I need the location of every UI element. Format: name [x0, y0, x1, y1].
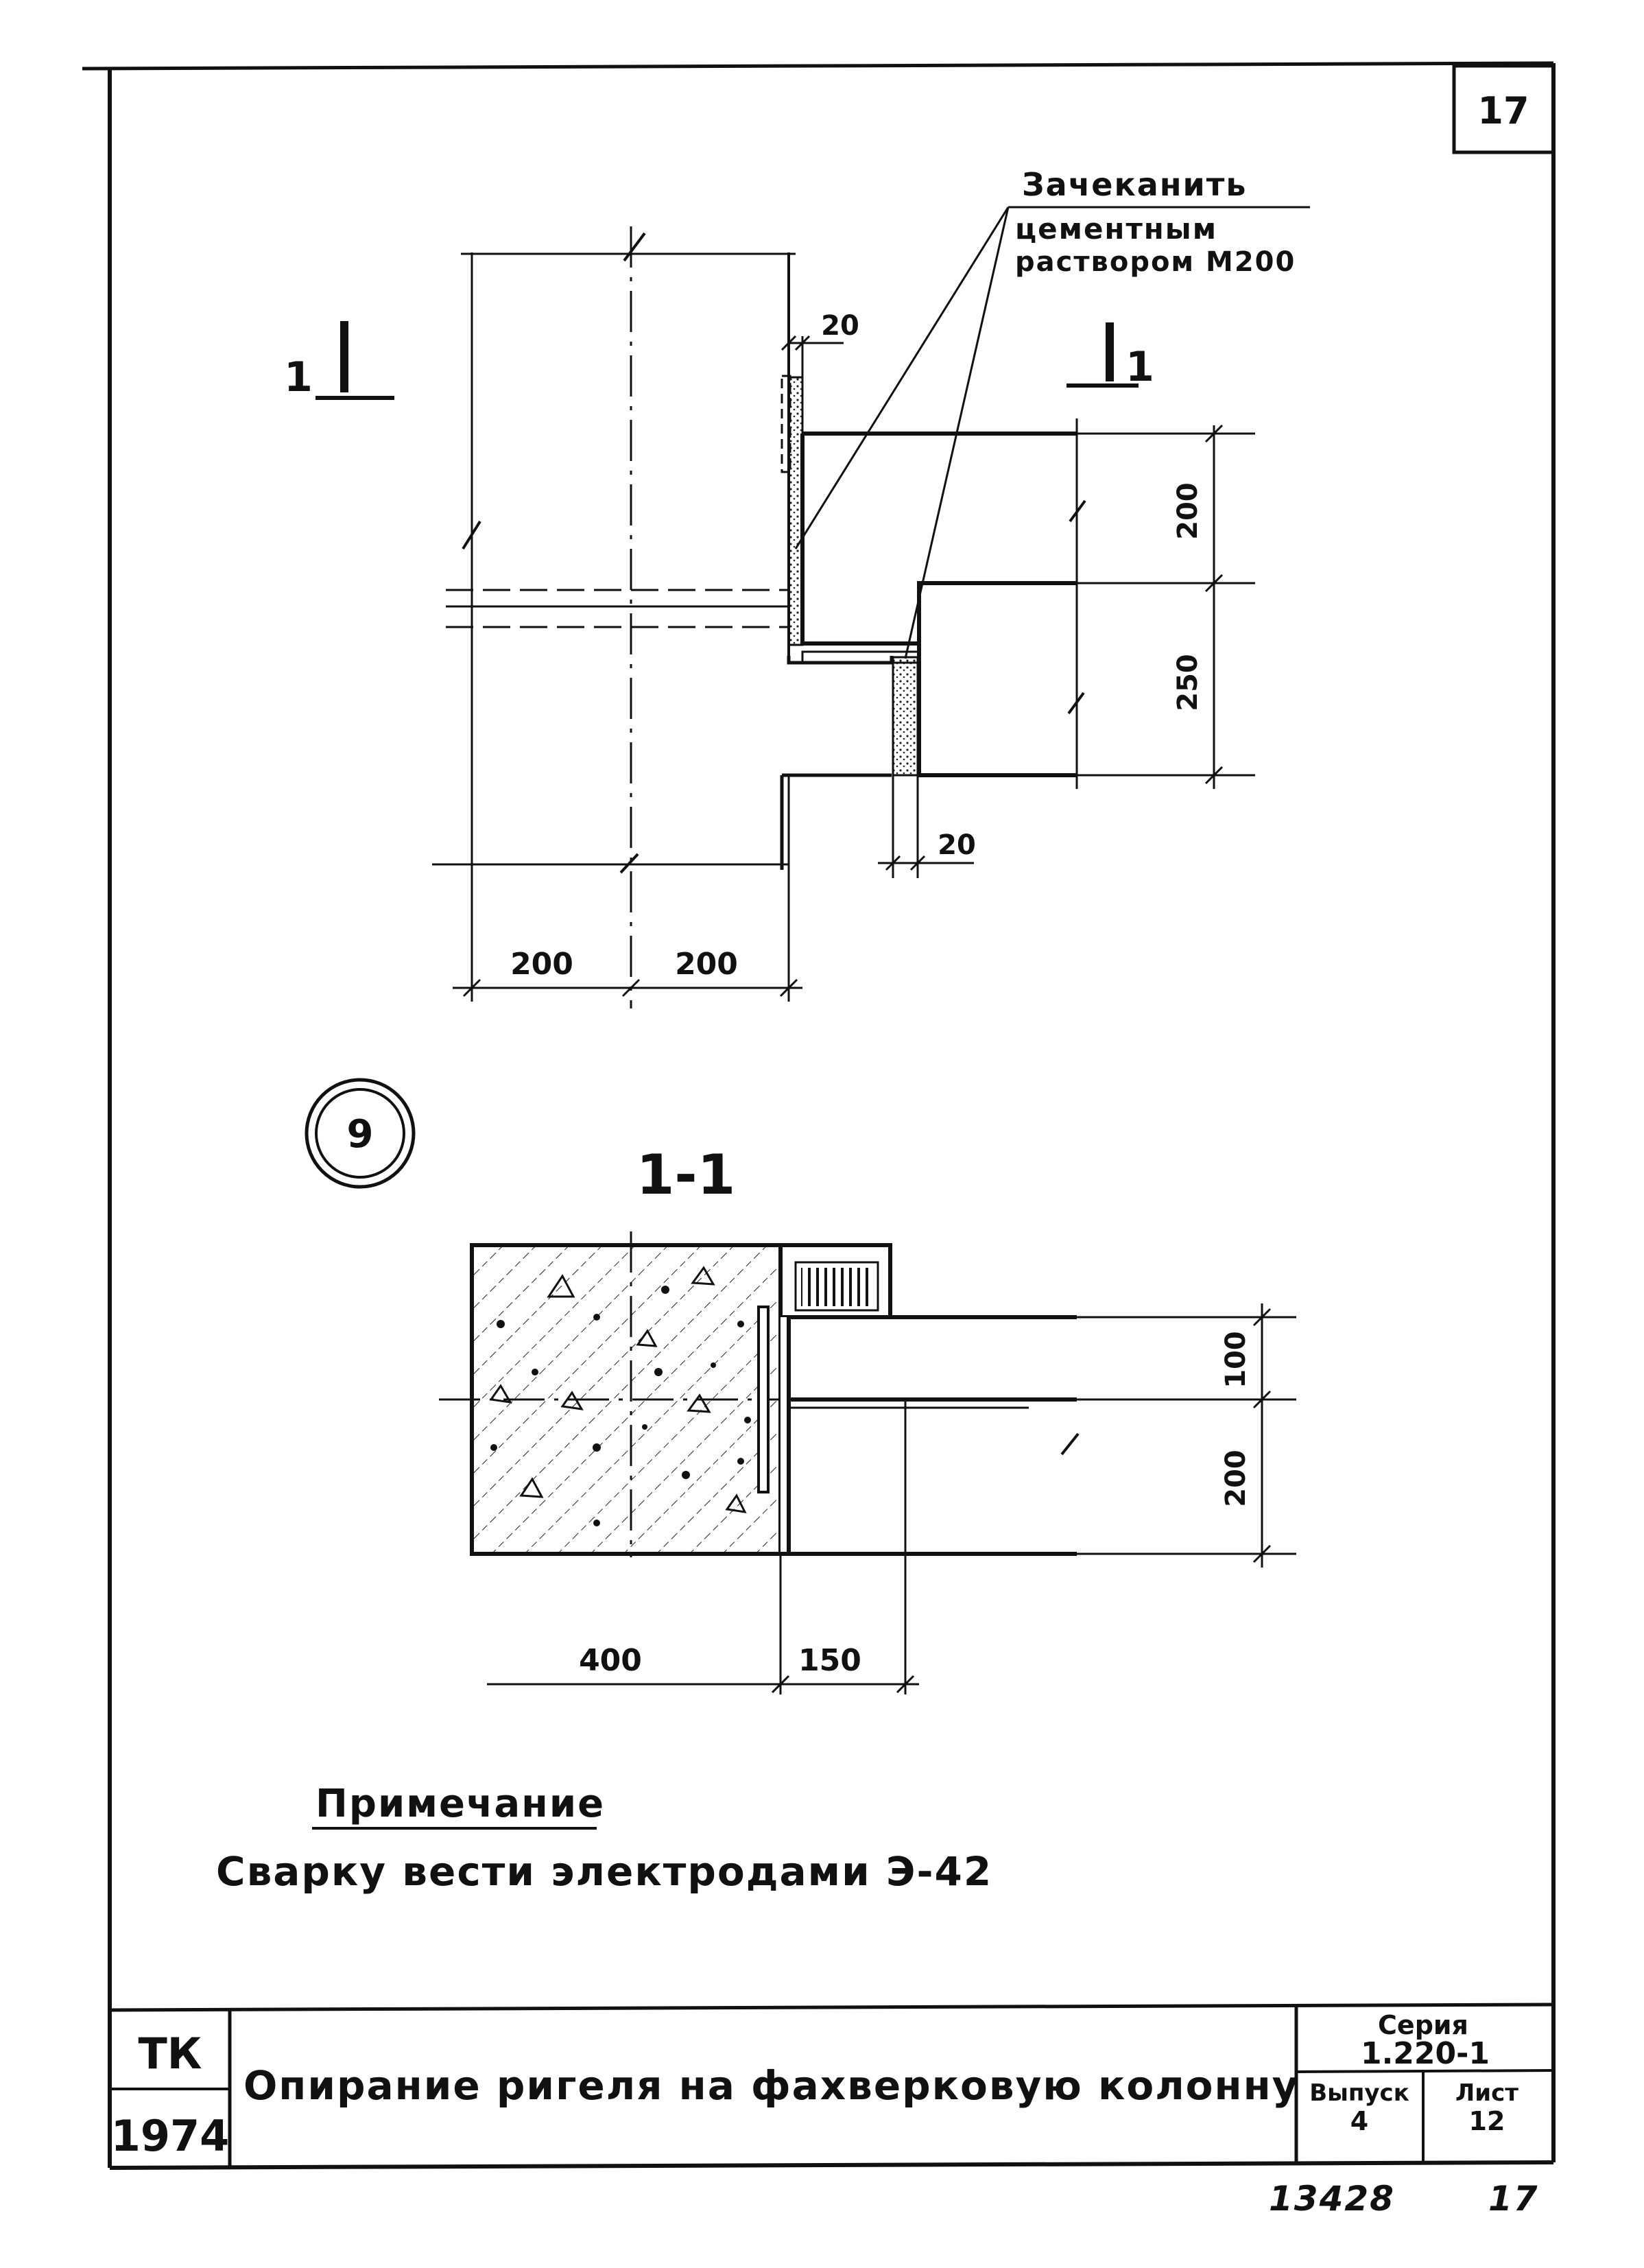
series-label: Серия [1378, 2010, 1468, 2040]
dim-height-upper: 200 [1172, 482, 1204, 540]
section-mark-left-label: 1 [284, 353, 313, 401]
drawing-title: Опирание ригеля на фахверковую колонну [243, 2062, 1299, 2109]
note-block: Примечание Сварку вести электродами Э-42 [216, 1782, 992, 1895]
callout-line1: Зачеканить [1022, 166, 1248, 203]
corner-number-box: 17 [1452, 64, 1556, 154]
series-value: 1.220-1 [1361, 2036, 1490, 2071]
section-mark-left: 1 [284, 321, 394, 401]
section-dim-width-column: 400 [579, 1643, 642, 1678]
issue-value: 4 [1350, 2106, 1368, 2136]
bottom-page-number: 17 [1488, 2179, 1539, 2219]
section-mark-right-label: 1 [1125, 343, 1154, 391]
node-marker: 9 [305, 1078, 416, 1189]
sheet-value: 12 [1469, 2106, 1505, 2136]
org-top: ТК [139, 2029, 202, 2079]
callout-line3: раствором М200 [1015, 246, 1296, 278]
dim-width-left: 200 [510, 947, 573, 982]
section-dim-height-top: 100 [1220, 1331, 1252, 1389]
title-block: ТК 1974 Опирание ригеля на фахверковую к… [110, 2005, 1554, 2168]
corner-number: 17 [1477, 89, 1529, 132]
sheet-label: Лист [1455, 2079, 1518, 2107]
grout-callout: Зачеканить цементным раствором М200 [794, 166, 1310, 659]
node-number: 9 [347, 1112, 374, 1157]
dim-height-lower: 250 [1172, 654, 1204, 711]
dim-gap-bottom: 20 [938, 829, 976, 861]
org-year: 1974 [111, 2111, 230, 2161]
dim-width-right: 200 [675, 947, 738, 982]
sheet-frame [82, 61, 1556, 2170]
section-dim-width-bearing: 150 [798, 1643, 861, 1678]
section-view: 1-1 [439, 1143, 1296, 1694]
section-title: 1-1 [636, 1143, 736, 1207]
bottom-stamp: 13428 17 [1269, 2179, 1539, 2219]
note-text: Сварку вести электродами Э-42 [216, 1848, 992, 1895]
bottom-stamp-number: 13428 [1269, 2179, 1395, 2219]
section-mark-right: 1 [1067, 322, 1154, 391]
issue-label: Выпуск [1309, 2079, 1409, 2107]
elevation-view: 200 250 20 20 200 200 [432, 226, 1255, 1008]
note-heading: Примечание [315, 1782, 605, 1826]
callout-line2: цементным [1015, 212, 1217, 246]
dim-gap-top: 20 [821, 310, 859, 342]
section-dim-height-bottom: 200 [1220, 1450, 1252, 1507]
